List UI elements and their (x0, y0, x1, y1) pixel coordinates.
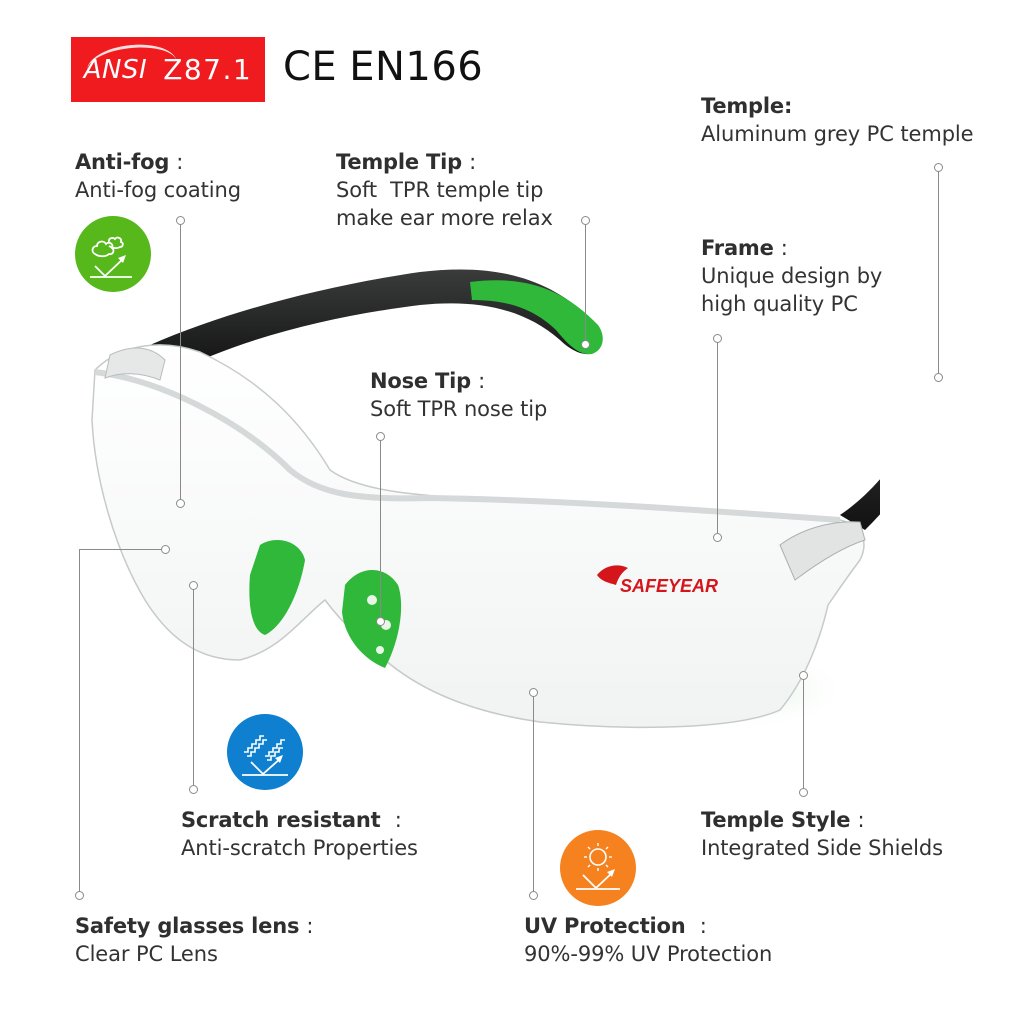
lens-leader-dot-bottom (75, 891, 84, 900)
frame-leader-dot-bottom (713, 533, 722, 542)
scratch-resistant-title: Scratch resistant : (181, 808, 402, 832)
temple-style-leader-dot-bottom (799, 788, 808, 797)
nose-tip-description: Soft TPR nose tip (370, 397, 548, 421)
right-temple-arm (840, 479, 880, 530)
temple-leader-dot-bottom (934, 373, 943, 382)
anti-fog-title: Anti-fog : (75, 150, 184, 174)
uv-leader-dot-bottom (529, 891, 538, 900)
ansi-label: ANSI (83, 54, 148, 85)
scratch-leader-dot-bottom (189, 785, 198, 794)
frame-callout: Frame : Unique design by high quality PC (701, 234, 882, 318)
uv-protection-icon (560, 830, 636, 906)
temple-title: Temple: (701, 94, 793, 118)
left-temple-tip-green (470, 280, 603, 355)
lens-leader-line-horizontal (79, 549, 161, 550)
frame-description: Unique design by high quality PC (701, 264, 883, 316)
brow-bar (94, 369, 841, 523)
safeyear-logo: SAFEYEAR (620, 576, 718, 596)
nose-tip-leader-dot-bottom (376, 617, 385, 626)
right-hinge (779, 521, 866, 581)
safety-glasses-image: SAFEYEAR (91, 269, 880, 730)
en-standard: EN166 (349, 44, 484, 90)
anti-fog-leader-dot-bottom (176, 499, 185, 508)
left-nose-pad (249, 540, 305, 635)
lens-title: Safety glasses lens : (75, 914, 314, 938)
temple-style-leader-line (803, 679, 804, 789)
anti-fog-callout: Anti-fog : Anti-fog coating (75, 148, 241, 204)
frame-leader-line (717, 342, 718, 534)
scratch-resistant-description: Anti-scratch Properties (181, 836, 418, 860)
lion-head-icon (597, 565, 628, 585)
right-nose-pad (342, 570, 402, 668)
lens-leader-line-vertical (79, 549, 80, 892)
anti-fog-icon (75, 216, 151, 292)
scratch-leader-line (193, 589, 194, 786)
lens-description: Clear PC Lens (75, 942, 218, 966)
uv-protection-title: UV Protection : (524, 914, 707, 938)
scratch-resistant-icon (227, 714, 303, 790)
nose-tip-callout: Nose Tip : Soft TPR nose tip (370, 367, 547, 423)
temple-tip-leader-line (585, 224, 586, 342)
temple-callout: Temple: Aluminum grey PC temple (701, 92, 974, 148)
temple-style-callout: Temple Style : Integrated Side Shields (701, 806, 943, 862)
temple-description: Aluminum grey PC temple (701, 122, 974, 146)
nose-tip-leader-line (380, 440, 381, 618)
temple-leader-line (938, 171, 939, 375)
uv-protection-description: 90%-99% UV Protection (524, 942, 773, 966)
ce-mark-icon: CE (283, 44, 338, 90)
lens-leader-dot-top (161, 545, 170, 554)
temple-tip-description: Soft TPR temple tip make ear more relax (336, 178, 553, 230)
anti-fog-description: Anti-fog coating (75, 178, 241, 202)
temple-style-description: Integrated Side Shields (701, 836, 943, 860)
temple-style-title: Temple Style : (701, 808, 865, 832)
temple-tip-leader-dot-bottom (581, 340, 590, 349)
left-hinge (104, 347, 166, 381)
frame-title: Frame : (701, 236, 788, 260)
temple-tip-title: Temple Tip : (336, 150, 477, 174)
anti-fog-leader-line (180, 224, 181, 500)
lens-callout: Safety glasses lens : Clear PC Lens (75, 912, 313, 968)
uv-protection-callout: UV Protection : 90%-99% UV Protection (524, 912, 772, 968)
ansi-standard: Z87.1 (163, 53, 253, 86)
scratch-resistant-callout: Scratch resistant : Anti-scratch Propert… (181, 806, 418, 862)
uv-leader-line (533, 696, 534, 892)
temple-tip-callout: Temple Tip : Soft TPR temple tip make ea… (336, 148, 553, 232)
ansi-z87-badge: ANSI Z87.1 (71, 37, 265, 102)
nose-tip-title: Nose Tip : (370, 369, 486, 393)
